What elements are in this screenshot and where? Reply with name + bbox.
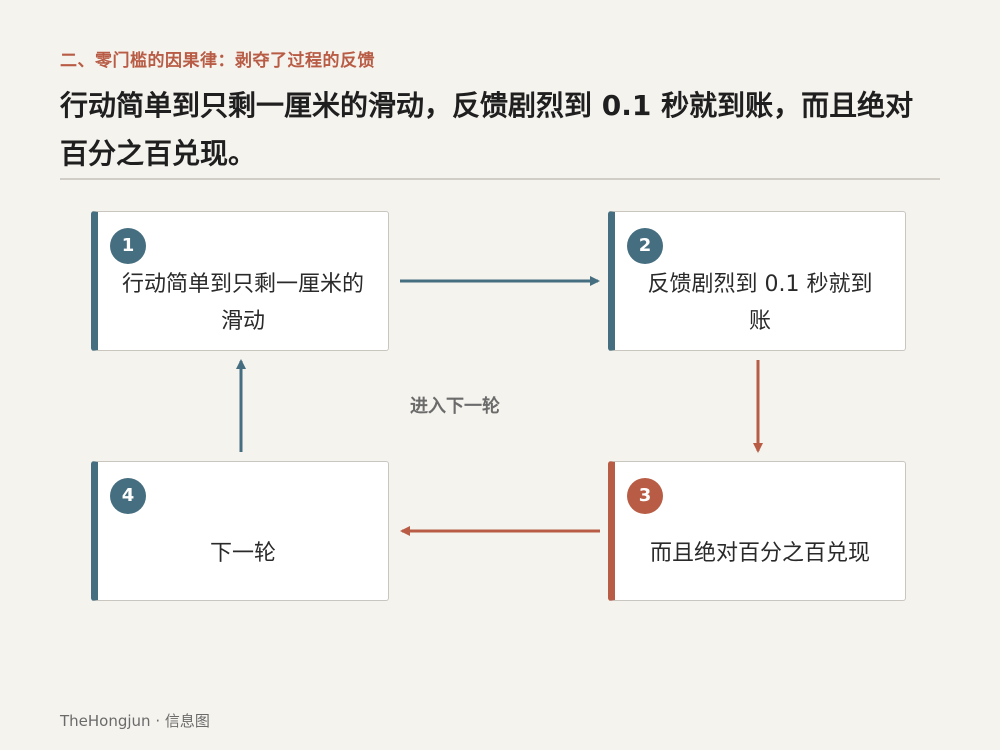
header-divider xyxy=(60,178,940,180)
step-card-2: 2 反馈剧烈到 0.1 秒就到账 xyxy=(608,211,906,351)
step-number-badge-3: 3 xyxy=(627,478,663,514)
footer-credit: TheHongjun · 信息图 xyxy=(60,712,210,730)
step-text-1: 行动简单到只剩一厘米的滑动 xyxy=(121,272,364,334)
step-number-badge-2: 2 xyxy=(627,228,663,264)
step-number-badge-1: 1 xyxy=(110,228,146,264)
step-card-1: 1 行动简单到只剩一厘米的滑动 xyxy=(91,211,389,351)
step-text-3: 而且绝对百分之百兑现 xyxy=(649,540,870,566)
section-kicker: 二、零门槛的因果律：剥夺了过程的反馈 xyxy=(60,51,375,71)
step-number-badge-4: 4 xyxy=(110,478,146,514)
step-card-3: 3 而且绝对百分之百兑现 xyxy=(608,461,906,601)
step-text-2: 反馈剧烈到 0.1 秒就到账 xyxy=(647,272,873,334)
loop-label: 进入下一轮 xyxy=(410,396,500,417)
step-card-4: 4 下一轮 xyxy=(91,461,389,601)
step-text-4: 下一轮 xyxy=(209,540,276,566)
page-headline: 行动简单到只剩一厘米的滑动，反馈剧烈到 0.1 秒就到账，而且绝对百分之百兑现。 xyxy=(60,89,914,170)
